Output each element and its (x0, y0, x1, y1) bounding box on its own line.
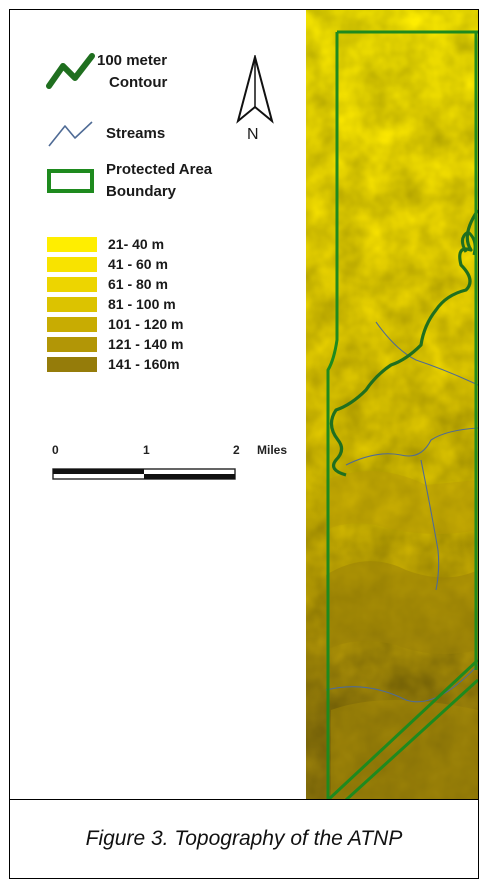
figure-caption: Figure 3. Topography of the ATNP (85, 827, 403, 850)
elevation-class-label: 41 - 60 m (108, 256, 168, 272)
topographic-map (306, 10, 478, 799)
elevation-class-label: 81 - 100 m (108, 296, 176, 312)
elevation-class-swatch (47, 257, 97, 272)
scale-bar (52, 468, 236, 480)
elevation-class-swatch (47, 297, 97, 312)
boundary-legend-label-2: Boundary (106, 183, 177, 200)
elevation-class-swatch (47, 317, 97, 332)
stream-line (420, 459, 440, 591)
scale-units: Miles (257, 443, 288, 457)
high-elevation-patch (326, 561, 478, 654)
contour-line-icon (46, 53, 95, 89)
scale-tick-0: 0 (52, 443, 59, 457)
north-arrow-icon (236, 55, 274, 124)
elevation-class-swatch (47, 237, 97, 252)
high-elevation-patch (326, 471, 478, 534)
elevation-mottle (306, 10, 478, 799)
contour-legend-label-2: Contour (109, 74, 168, 91)
scale-tick-2: 2 (233, 443, 240, 457)
map-panel: 100 meter Contour N Streams Protected Ar… (10, 10, 478, 800)
high-elevation-patch (331, 700, 478, 799)
elevation-class-label: 121 - 140 m (108, 336, 184, 352)
boundary-box-icon (47, 169, 94, 193)
elevation-class-swatch (47, 337, 97, 352)
elevation-class-label: 21- 40 m (108, 236, 165, 252)
stream-line (375, 321, 478, 386)
elevation-class-swatch (47, 277, 97, 292)
figure-frame: 100 meter Contour N Streams Protected Ar… (9, 9, 479, 879)
contour-line (329, 209, 478, 477)
stream-line-icon (48, 121, 93, 147)
protected-area-boundary (326, 30, 478, 799)
stream-line (325, 664, 478, 703)
map-legend: 100 meter Contour N Streams Protected Ar… (10, 10, 310, 799)
stream-line (345, 427, 478, 466)
contour-legend-label-1: 100 meter (97, 52, 168, 69)
elevation-class-label: 61 - 80 m (108, 276, 168, 292)
scale-tick-1: 1 (143, 443, 150, 457)
elevation-class-label: 101 - 120 m (108, 316, 184, 332)
streams-legend-label: Streams (106, 125, 166, 142)
elevation-class-label: 141 - 160m (108, 356, 180, 372)
boundary-legend-label-1: Protected Area (106, 161, 213, 178)
elevation-class-swatch (47, 357, 97, 372)
north-label: N (247, 126, 259, 143)
